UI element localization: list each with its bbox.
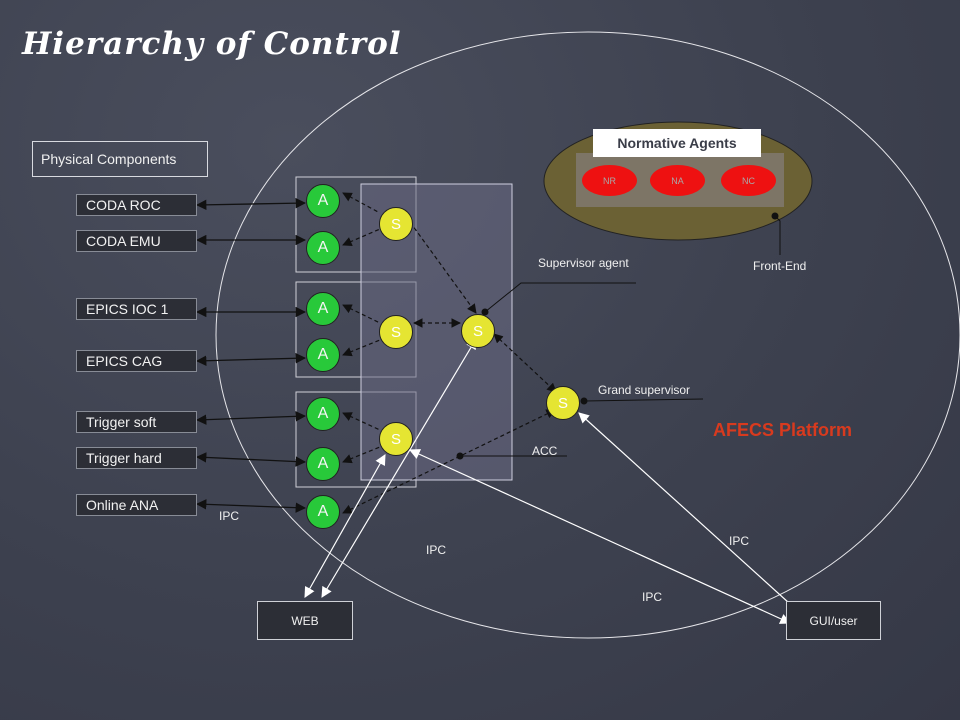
component-trigger-hard: Trigger hard (76, 447, 197, 469)
normative-agent-nc: NC (721, 165, 776, 196)
supervisor-agent-node: S (461, 314, 495, 348)
agent-node: A (306, 292, 340, 326)
ipc-label: IPC (426, 543, 447, 557)
grand-supervisor-label: Grand supervisor (598, 383, 691, 397)
ipc-label: IPC (729, 534, 750, 548)
afecs-platform-label: AFECS Platform (713, 420, 853, 440)
component-epics-cag: EPICS CAG (76, 350, 197, 372)
normative-agent-na: NA (650, 165, 705, 196)
front-end-label: Front-End (753, 259, 807, 273)
page-title: Hierarchy of Control (22, 26, 402, 62)
agent-node: A (306, 397, 340, 431)
component-coda-roc: CODA ROC (76, 194, 197, 216)
ipc-label: IPC (219, 509, 240, 523)
supervisor-node: S (379, 207, 413, 241)
supervisor-node: S (379, 315, 413, 349)
normative-agent-nr: NR (582, 165, 637, 196)
component-trigger-soft: Trigger soft (76, 411, 197, 433)
acc-label: ACC (532, 444, 558, 458)
normative-agents-title: Normative Agents (593, 129, 761, 157)
agent-node: A (306, 338, 340, 372)
component-online-ana: Online ANA (76, 494, 197, 516)
component-coda-emu: CODA EMU (76, 230, 197, 252)
component-epics-ioc-1: EPICS IOC 1 (76, 298, 197, 320)
ipc-label: IPC (642, 590, 663, 604)
gui-user-box: GUI/user (786, 601, 881, 640)
agent-node: A (306, 447, 340, 481)
grand-supervisor-node: S (546, 386, 580, 420)
platform-circle (215, 31, 960, 639)
supervisor-node: S (379, 422, 413, 456)
agent-node: A (306, 184, 340, 218)
supervisor-agent-label: Supervisor agent (538, 256, 629, 270)
web-box: WEB (257, 601, 353, 640)
physical-components-title: Physical Components (32, 141, 208, 177)
agent-node: A (306, 231, 340, 265)
agent-node: A (306, 495, 340, 529)
